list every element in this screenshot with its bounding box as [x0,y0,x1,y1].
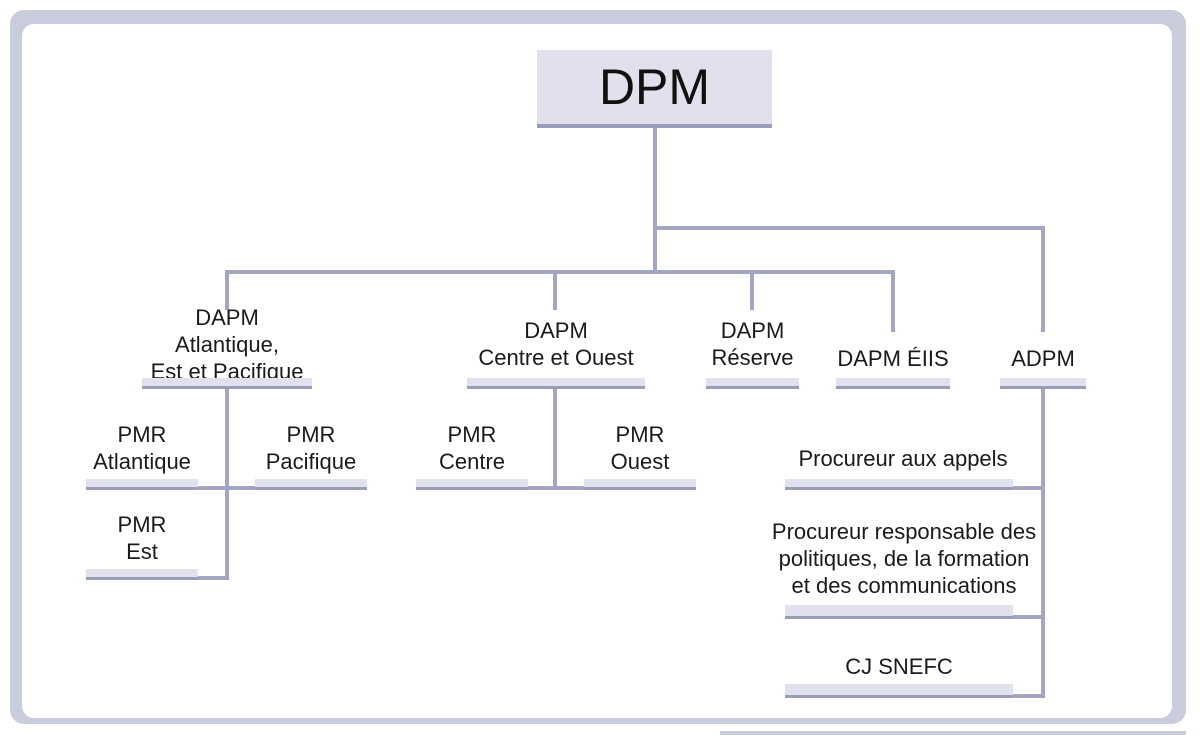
node-pmr-ouest: PMR Ouest [584,418,696,478]
node-underline [416,479,528,490]
node-underline [86,569,198,580]
node-label: DAPM ÉIIS [837,345,949,371]
connector-adpm-branch [653,226,1045,332]
node-underline [142,378,312,389]
node-label: DAPM Réserve [711,318,794,370]
node-underline [86,479,198,490]
node-pmr-est: PMR Est [86,508,198,568]
node-label: PMR Atlantique [93,422,191,474]
node-label: ADPM [1011,345,1075,371]
root-label: DPM [598,59,711,115]
node-underline [785,605,1013,619]
node-underline [1000,378,1086,389]
node-procureur-appels: Procureur aux appels [785,440,1021,476]
node-underline [255,479,367,490]
node-label: PMR Ouest [610,422,670,474]
node-label: Procureur aux appels [798,445,1008,471]
node-underline [467,378,645,389]
bottom-strip [720,731,1186,735]
node-underline [785,479,1013,490]
node-underline [584,479,696,490]
node-label: PMR Pacifique [265,422,357,474]
node-pmr-centre: PMR Centre [416,418,528,478]
node-dapm-atlantique: DAPM Atlantique, Est et Pacifique [142,305,312,384]
diagram-canvas [22,24,1172,718]
node-label: PMR Centre [438,422,506,474]
node-pmr-pacifique: PMR Pacifique [255,418,367,478]
node-adpm: ADPM [1000,340,1086,376]
node-underline [706,378,799,389]
node-dapm-eiis: DAPM ÉIIS [836,340,950,376]
node-label: CJ SNEFC [845,653,953,679]
node-pmr-atlantique: PMR Atlantique [86,418,198,478]
node-label: DAPM Atlantique, Est et Pacifique [150,304,304,384]
node-label: Procureur responsable des politiques, de… [771,518,1037,598]
node-procureur-politiques: Procureur responsable des politiques, de… [766,514,1042,602]
root-node-dpm: DPM [537,50,772,128]
node-label: PMR Est [117,512,167,564]
node-cj-snefc: CJ SNEFC [785,648,1013,684]
node-dapm-reserve: DAPM Réserve [706,312,799,376]
node-underline [836,378,950,389]
node-label: DAPM Centre et Ouest [478,318,634,370]
node-dapm-centre-ouest: DAPM Centre et Ouest [467,312,645,376]
node-underline [785,684,1013,698]
